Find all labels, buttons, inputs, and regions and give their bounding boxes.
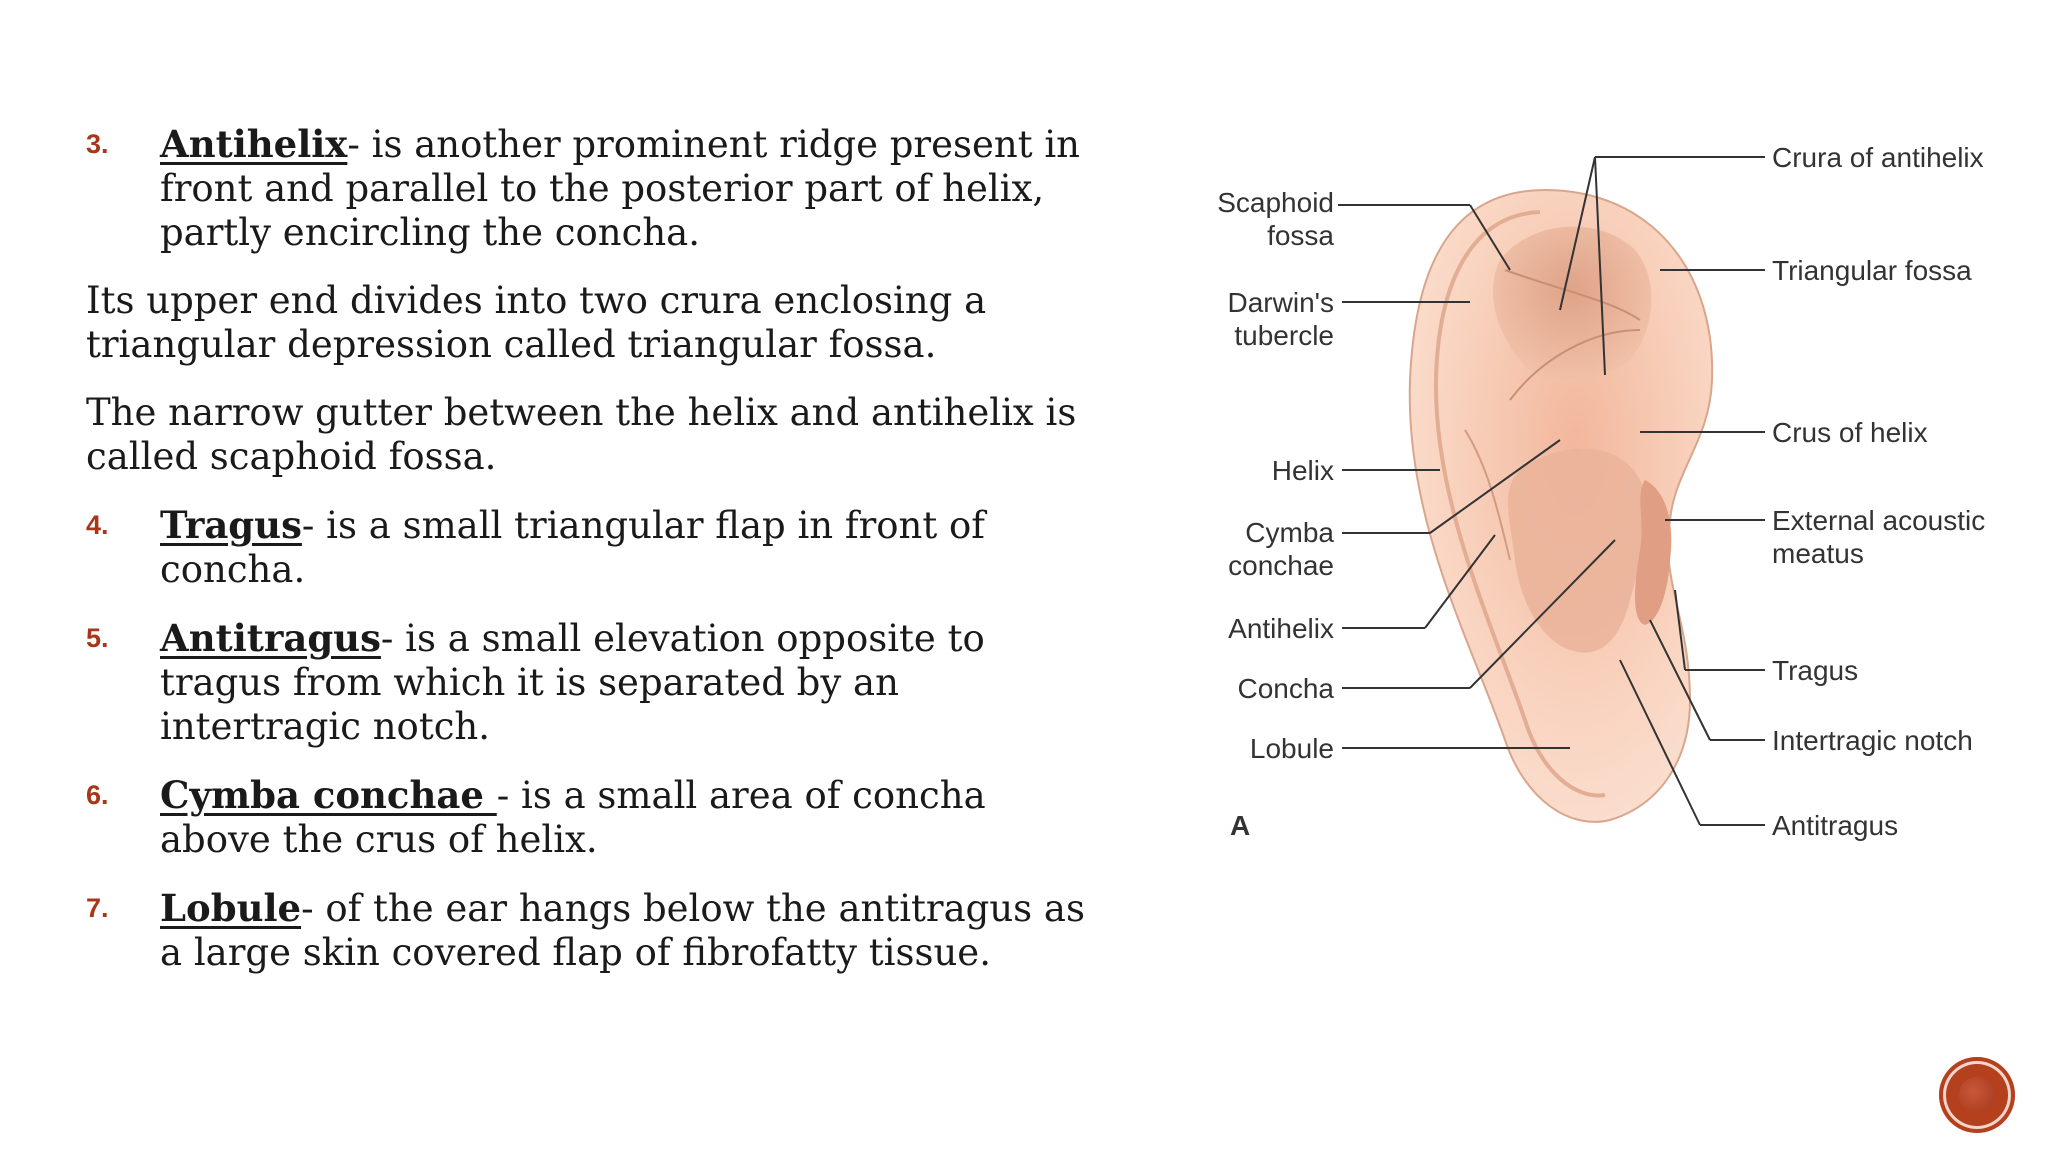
term: Lobule [160,886,302,930]
ear-diagram: Scaphoid fossa Darwin's tubercle Helix C… [1217,142,1985,841]
label-cymba-2: conchae [1228,550,1334,581]
list-item: 4. Tragus- is a small triangular flap in… [86,503,1106,592]
paragraph: The narrow gutter between the helix and … [86,391,1077,478]
item-number: 6. [86,780,109,810]
label-darwin-2: tubercle [1234,320,1334,351]
list-item: 6. Cymba conchae - is a small area of co… [86,773,1106,862]
figure-letter: A [1230,810,1250,841]
label-darwin: Darwin's [1228,287,1334,318]
definition: - is a small area of concha above the cr… [160,774,986,861]
label-crura: Crura of antihelix [1772,142,1984,173]
slide-text: 3. Antihelix- is another prominent ridge… [86,122,1106,999]
concha [1508,448,1649,653]
label-scaphoid: Scaphoid [1217,187,1334,218]
triangular-fossa [1492,226,1652,383]
list-item: 3. Antihelix- is another prominent ridge… [86,122,1106,255]
list-item: 5. Antitragus- is a small elevation oppo… [86,616,1106,749]
label-concha: Concha [1237,673,1334,704]
definition: - is a small triangular flap in front of… [160,504,985,591]
item-number: 7. [86,893,109,923]
list-item: 7. Lobule- of the ear hangs below the an… [86,886,1106,975]
item-number: 5. [86,623,109,653]
term: Antihelix [160,122,348,166]
term: Antitragus [160,616,381,660]
label-scaphoid-2: fossa [1267,220,1334,251]
item-number: 4. [86,510,109,540]
tragus [1635,480,1672,625]
label-intertragic: Intertragic notch [1772,725,1973,756]
label-triangular: Triangular fossa [1772,255,1972,286]
label-antihelix: Antihelix [1228,613,1334,644]
paragraph: Its upper end divides into two crura enc… [86,279,987,366]
label-tragus: Tragus [1772,655,1858,686]
label-helix: Helix [1272,455,1334,486]
definition: - is a small elevation opposite to tragu… [160,617,985,748]
label-eam-2: meatus [1772,538,1864,569]
label-eam: External acoustic [1772,505,1985,536]
term: Cymba conchae [160,773,497,817]
term: Tragus [160,503,302,547]
label-antitragus: Antitragus [1772,810,1898,841]
label-lobule: Lobule [1250,733,1334,764]
definition: - is another prominent ridge present in … [160,123,1081,254]
slide-nav-button[interactable] [1939,1057,2015,1133]
definition: - of the ear hangs below the antitragus … [160,887,1085,974]
helix-rim [1433,210,1606,798]
item-number: 3. [86,129,109,159]
label-crus-helix: Crus of helix [1772,417,1928,448]
label-cymba: Cymba [1245,517,1334,548]
